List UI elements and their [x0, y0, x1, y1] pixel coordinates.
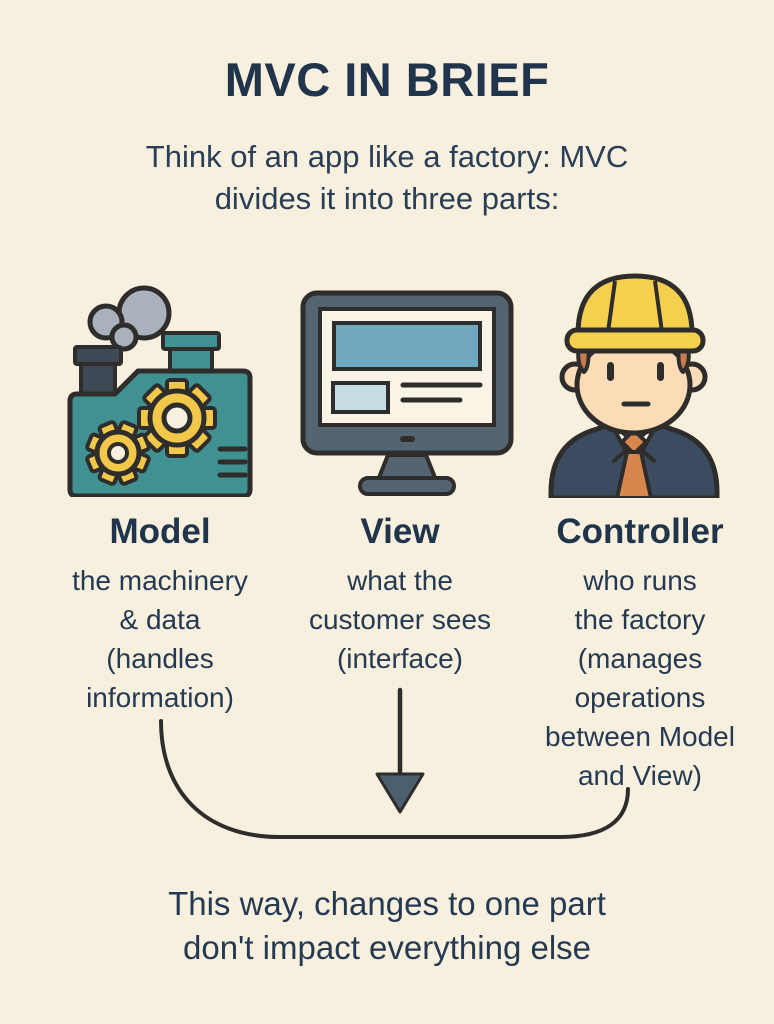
view-label: View: [360, 512, 440, 551]
construction-worker-icon: [545, 270, 745, 501]
large-gear-icon: [137, 378, 217, 458]
view-description: what the customer sees (interface): [308, 565, 492, 674]
column-view: View what the customer sees (interface): [285, 512, 515, 678]
down-arrow-icon: [375, 687, 425, 814]
vent-lines: [217, 446, 248, 478]
screen-thumbnail-block: [331, 381, 390, 414]
controller-label: Controller: [556, 512, 724, 551]
monitor-button: [400, 436, 415, 442]
column-controller: Controller who runs the factory (manages…: [525, 512, 755, 795]
computer-monitor-icon: [300, 290, 514, 496]
monitor-icon-svg: [300, 290, 514, 496]
monitor-base: [358, 476, 456, 496]
page-title: MVC IN BRIEF: [224, 53, 550, 106]
small-gear-icon: [85, 420, 151, 486]
hard-hat-icon: [564, 273, 706, 354]
model-label: Model: [109, 512, 211, 551]
worker-icon-svg: [548, 273, 720, 501]
controller-description: who runs the factory (manages operations…: [545, 565, 735, 791]
screen-text-lines: [400, 382, 483, 403]
worker-eye-right: [657, 362, 664, 381]
dark-chimney: [73, 345, 123, 400]
factory-icon-svg: [67, 285, 253, 499]
model-description: the machinery & data (handles informatio…: [72, 565, 248, 713]
smoke-cloud: [87, 285, 172, 352]
factory-icon: [58, 281, 254, 499]
column-model: Model the machinery & data (handles info…: [30, 512, 290, 717]
worker-eye-left: [607, 362, 614, 381]
footer-note: This way, changes to one part don't impa…: [168, 885, 606, 966]
subtitle: Think of an app like a factory: MVC divi…: [145, 139, 629, 216]
screen-hero-block: [332, 321, 482, 371]
